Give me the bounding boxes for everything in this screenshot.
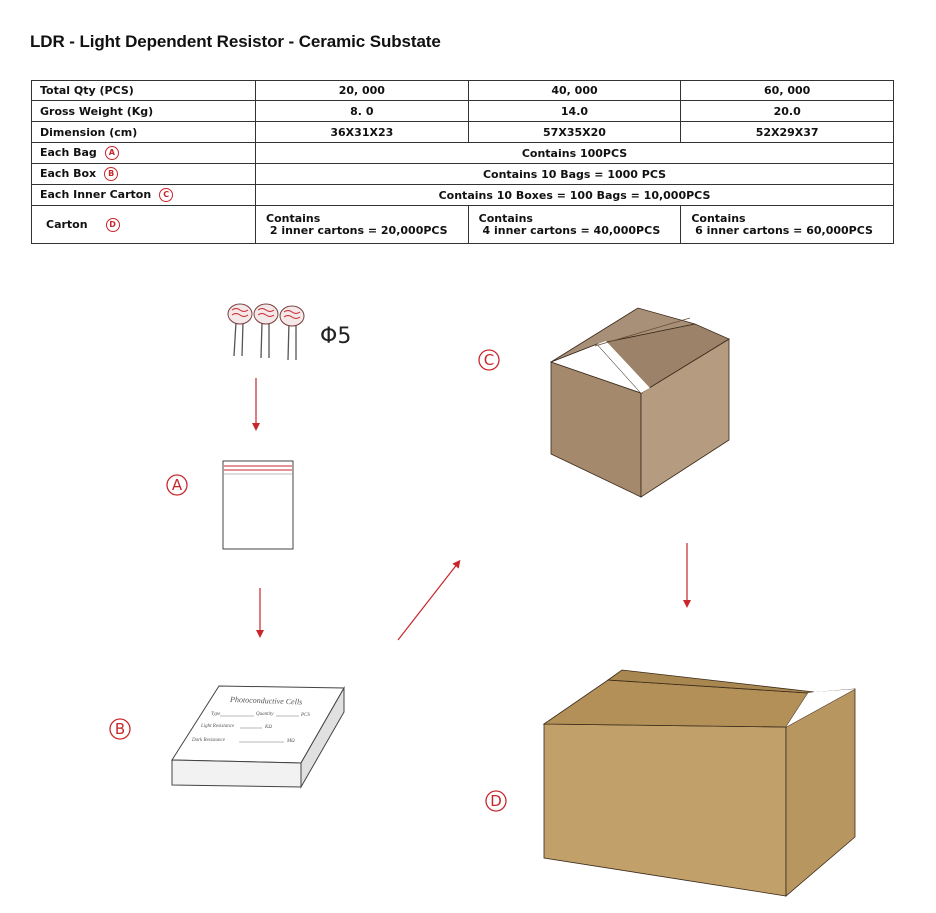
box-label-pcs: PCS [300, 713, 310, 718]
table-cell: Contains 4 inner cartons = 40,000PCS [467, 205, 682, 244]
table-cell: Contains 2 inner cartons = 20,000PCS [255, 205, 469, 244]
row-label: Dimension (cm) [31, 121, 256, 143]
cell-line: Contains [478, 211, 533, 225]
marker-c: C [478, 349, 500, 371]
row-label-cell: Each Inner Carton C [31, 184, 256, 206]
marker-label: D [490, 792, 502, 810]
table-cell: 20.0 [680, 100, 894, 122]
table-cell: 20, 000 [255, 80, 469, 101]
table-cell: Contains 10 Bags = 1000 PCS [255, 163, 894, 185]
table-row: Dimension (cm) 36X31X23 57X35X20 52X29X3… [31, 121, 894, 143]
packing-spec-table: Total Qty (PCS) 20, 000 40, 000 60, 000 … [31, 80, 894, 244]
marker-b: B [109, 718, 131, 740]
row-label: Each Bag [40, 146, 97, 159]
box-label-mohm: MΩ [286, 739, 295, 744]
bag-icon [222, 460, 294, 550]
row-label: Carton [46, 217, 88, 231]
cell-line: 6 inner cartons = 60,000PCS [691, 223, 873, 237]
box-label-dark: Dark Resistance [191, 738, 226, 743]
marker-badge-c: C [159, 188, 174, 202]
box-label-title: Photoconductive Cells [229, 695, 302, 707]
table-cell: 8. 0 [255, 100, 469, 122]
box-label-light: Light Resistance [200, 724, 235, 729]
page-title: LDR - Light Dependent Resistor - Ceramic… [30, 32, 441, 51]
row-label: Each Inner Carton [40, 188, 152, 201]
table-row: Each Box B Contains 10 Bags = 1000 PCS [31, 163, 894, 185]
marker-badge-b: B [104, 167, 119, 181]
marker-label: B [115, 720, 125, 738]
cell-line: 2 inner cartons = 20,000PCS [266, 223, 448, 237]
master-carton-icon [542, 669, 856, 897]
box-label-quantity: Quantity [256, 712, 274, 717]
table-row: Total Qty (PCS) 20, 000 40, 000 60, 000 [31, 80, 894, 101]
row-label-cell: Carton D [31, 205, 256, 244]
marker-label: C [484, 351, 494, 369]
cell-line: Contains [266, 211, 321, 225]
table-cell: Contains 6 inner cartons = 60,000PCS [680, 205, 894, 244]
box-icon: Photoconductive Cells Type Quantity PCS … [171, 685, 345, 789]
marker-a: A [166, 474, 188, 496]
ldr-components-icon [227, 303, 305, 361]
box-label-type: Type [211, 712, 221, 717]
table-row: Carton D Contains 2 inner cartons = 20,00… [31, 205, 894, 244]
marker-badge-d: D [105, 217, 120, 232]
row-label-cell: Each Box B [31, 163, 256, 185]
inner-carton-icon [549, 307, 730, 498]
cell-line: Contains [691, 211, 746, 225]
diameter-label: Φ5 [320, 324, 351, 349]
marker-label: A [172, 476, 183, 494]
box-label-kohm: KΩ [264, 725, 272, 730]
marker-d: D [485, 790, 507, 812]
row-label: Each Box [40, 167, 97, 180]
cell-line: 4 inner cartons = 40,000PCS [478, 223, 661, 237]
marker-badge-a: A [104, 146, 119, 160]
arrow-up-right-icon [397, 559, 461, 641]
